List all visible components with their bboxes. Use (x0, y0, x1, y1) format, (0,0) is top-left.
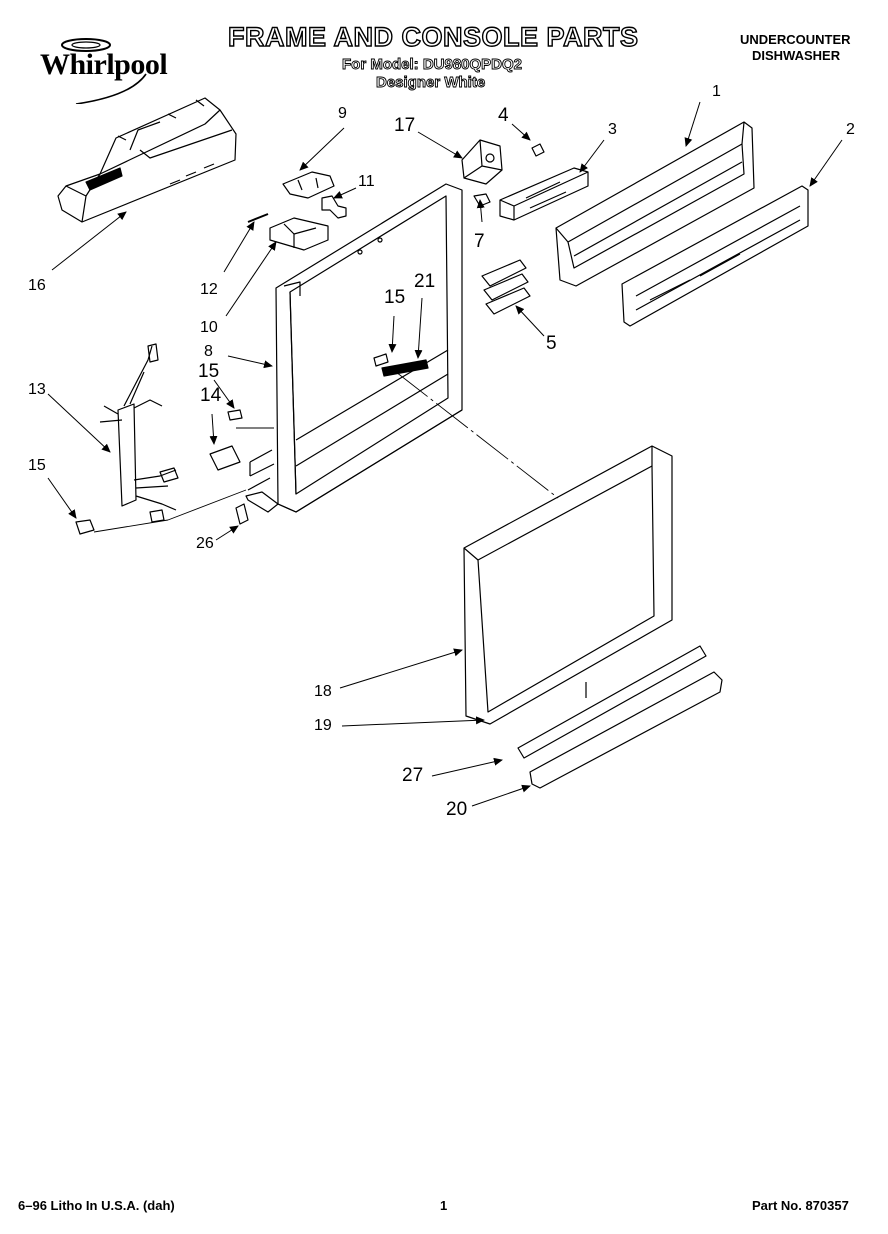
part-13-wire-harness (99, 343, 179, 523)
part-27-strip (517, 645, 707, 759)
part-12-strip (247, 213, 269, 223)
callout-14: 14 (200, 385, 222, 406)
callout-2: 2 (846, 121, 855, 138)
part-15-screw-left (75, 519, 95, 535)
part-16-duct (57, 97, 237, 223)
print-info: 6–96 Litho In U.S.A. (dah) (18, 1198, 175, 1213)
callout-15-left: 15 (28, 457, 46, 474)
callout-5: 5 (546, 333, 557, 354)
callout-20: 20 (446, 799, 468, 820)
callout-26: 26 (196, 535, 214, 552)
category-line-2: DISHWASHER (752, 48, 841, 63)
callout-18: 18 (314, 683, 332, 700)
color-line: Designer White (376, 74, 486, 92)
callout-9: 9 (338, 105, 347, 122)
part-1-console (555, 121, 755, 287)
part-3-control-board (499, 167, 589, 221)
part-5-buttons (481, 259, 531, 315)
category-line-1: UNDERCOUNTER (740, 32, 851, 47)
part-18-door-panel (463, 445, 673, 725)
category-label: UNDERCOUNTER DISHWASHER (740, 32, 851, 64)
brand-logo: Whirlpool (26, 34, 186, 104)
part-21-clip (381, 359, 429, 377)
part-9-bracket (282, 171, 335, 199)
part-26-clip (235, 503, 249, 525)
callout-27: 27 (402, 765, 424, 786)
part-15-screw-mid (227, 409, 243, 421)
callout-13: 13 (28, 381, 46, 398)
callout-15-center: 15 (384, 287, 406, 308)
part-14-switch (209, 445, 241, 471)
page-number: 1 (440, 1198, 448, 1213)
callout-7: 7 (474, 231, 485, 252)
part-8-door-frame (245, 183, 463, 513)
callout-3: 3 (608, 121, 617, 138)
part-15-screw-center (373, 353, 389, 367)
brand-name: Whirlpool (40, 48, 168, 81)
leader-lines (47, 101, 843, 807)
part-4-clip (531, 143, 545, 157)
part-10-housing (269, 217, 329, 251)
part-2-trim (621, 185, 809, 327)
assembly-lines (93, 371, 559, 533)
part-11-connector (321, 195, 347, 219)
callout-21: 21 (414, 271, 436, 292)
part-number: Part No. 870357 (752, 1198, 849, 1213)
part-20-trim (529, 671, 723, 789)
callout-19: 19 (314, 717, 332, 734)
part-17-switch (461, 139, 503, 185)
callout-1: 1 (712, 83, 721, 100)
logo-swirl-icon (61, 38, 147, 104)
page-title: FRAME AND CONSOLE PARTS (227, 21, 639, 52)
callout-12: 12 (200, 281, 218, 298)
callout-17: 17 (394, 115, 416, 136)
callout-8: 8 (204, 343, 213, 360)
callout-11: 11 (358, 173, 375, 190)
model-line: For Model: DU980QPDQ2 (342, 56, 523, 74)
callout-4: 4 (498, 105, 509, 126)
callout-15-mid: 15 (198, 361, 220, 382)
callout-16: 16 (28, 277, 46, 294)
part-7-screw (473, 193, 491, 207)
callout-10: 10 (200, 319, 218, 336)
